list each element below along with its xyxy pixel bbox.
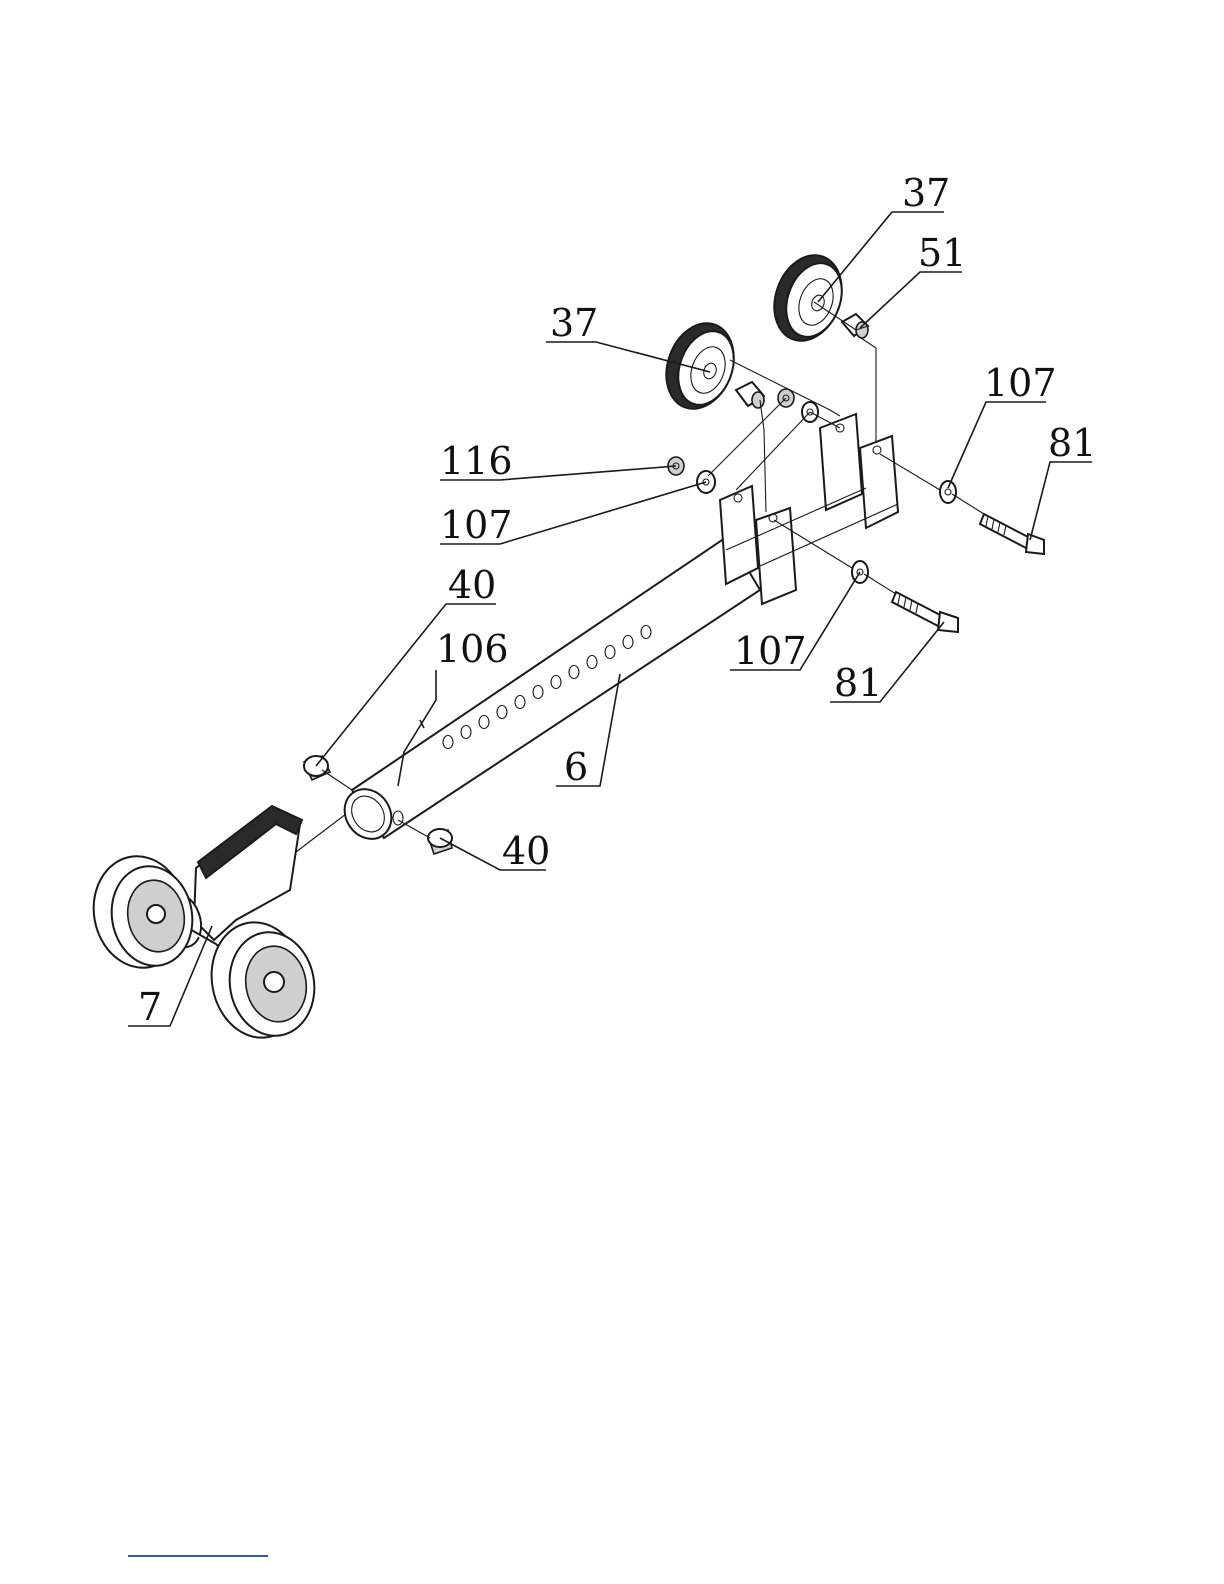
spacer-lower <box>736 382 764 408</box>
callout-107-lower: 107 <box>734 629 807 673</box>
pulley-lower <box>655 314 745 419</box>
callout-40-right: 40 <box>502 829 550 873</box>
callout-107-left: 107 <box>440 503 513 547</box>
callout-106: 106 <box>436 627 509 671</box>
footer-rule <box>128 1555 268 1557</box>
pulley-upper <box>763 246 853 351</box>
spacer-51 <box>842 314 868 338</box>
callout-37-lower: 37 <box>550 301 598 345</box>
wheel-carriage <box>85 806 322 1045</box>
callout-81-lower: 81 <box>834 661 882 705</box>
callout-7: 7 <box>138 985 162 1029</box>
callout-40-left: 40 <box>448 563 496 607</box>
callout-116: 116 <box>440 439 513 483</box>
washer-107-right <box>940 481 956 503</box>
callout-81-upper: 81 <box>1048 421 1096 465</box>
bushing-40-right <box>428 829 452 854</box>
callout-107-right: 107 <box>984 361 1057 405</box>
bushing-40-left <box>304 756 330 780</box>
callout-6: 6 <box>564 745 588 789</box>
main-tube <box>335 536 760 848</box>
wheel-left <box>85 849 200 975</box>
callout-labels: 37 51 37 107 81 116 107 40 106 107 81 6 … <box>138 171 1096 1029</box>
callout-37-upper: 37 <box>902 171 950 215</box>
bolt-81-lower <box>892 592 958 632</box>
callout-51: 51 <box>918 231 966 275</box>
